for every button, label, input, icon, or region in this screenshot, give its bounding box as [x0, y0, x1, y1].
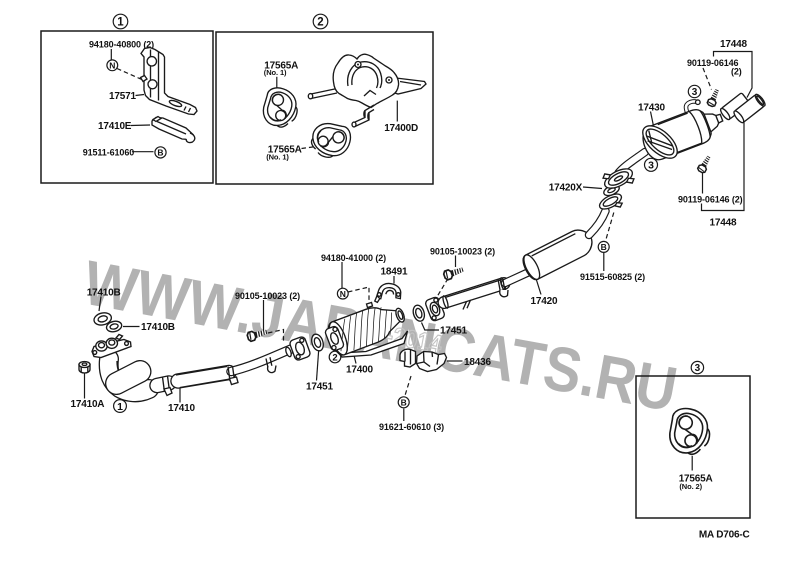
svg-text:94180-41000 (2): 94180-41000 (2): [321, 253, 386, 263]
svg-text:90119-06146: 90119-06146: [687, 58, 739, 68]
svg-text:17451: 17451: [306, 382, 333, 393]
svg-text:1: 1: [117, 17, 124, 29]
svg-text:17420X: 17420X: [549, 183, 583, 194]
svg-text:B: B: [601, 242, 607, 252]
svg-text:3: 3: [648, 160, 654, 172]
svg-text:N: N: [109, 61, 115, 71]
svg-text:17571: 17571: [109, 91, 136, 102]
svg-text:17410: 17410: [168, 403, 195, 414]
svg-text:91621-60610 (3): 91621-60610 (3): [379, 422, 444, 432]
svg-text:(No. 2): (No. 2): [679, 482, 702, 491]
svg-text:17410A: 17410A: [71, 399, 105, 410]
svg-text:17410B: 17410B: [87, 287, 121, 298]
svg-text:17448: 17448: [720, 39, 747, 50]
svg-text:94180-40800 (2): 94180-40800 (2): [89, 39, 154, 49]
svg-text:91515-60825 (2): 91515-60825 (2): [580, 272, 645, 282]
svg-text:N: N: [340, 289, 346, 299]
svg-text:2: 2: [332, 353, 337, 364]
svg-text:(No. 1): (No. 1): [264, 68, 287, 77]
svg-text:17565A: 17565A: [679, 474, 713, 485]
svg-text:18491: 18491: [381, 267, 408, 278]
svg-text:17420: 17420: [531, 296, 558, 307]
svg-text:MA D706-C: MA D706-C: [699, 530, 750, 541]
svg-text:91511-61060: 91511-61060: [83, 148, 135, 158]
svg-text:90119-06146 (2): 90119-06146 (2): [678, 194, 743, 204]
svg-text:(2): (2): [731, 67, 742, 77]
svg-text:17565A: 17565A: [268, 145, 302, 156]
svg-text:(No. 1): (No. 1): [266, 152, 289, 161]
svg-text:1: 1: [117, 401, 123, 413]
svg-text:17410E: 17410E: [98, 121, 132, 132]
svg-text:17565A: 17565A: [264, 60, 298, 71]
svg-text:18436: 18436: [464, 357, 491, 368]
svg-text:17410B: 17410B: [141, 322, 175, 333]
svg-text:B: B: [157, 148, 163, 158]
svg-text:B: B: [401, 398, 407, 408]
svg-text:90105-10023 (2): 90105-10023 (2): [430, 246, 495, 256]
svg-text:3: 3: [695, 363, 701, 374]
svg-text:90105-10023 (2): 90105-10023 (2): [235, 291, 300, 301]
svg-text:17448: 17448: [710, 218, 737, 229]
svg-text:2: 2: [317, 17, 323, 29]
svg-text:17430: 17430: [638, 102, 665, 113]
svg-text:17400D: 17400D: [384, 123, 418, 134]
svg-text:3: 3: [692, 87, 698, 98]
svg-text:17451: 17451: [440, 326, 467, 337]
svg-text:17400: 17400: [346, 365, 373, 376]
